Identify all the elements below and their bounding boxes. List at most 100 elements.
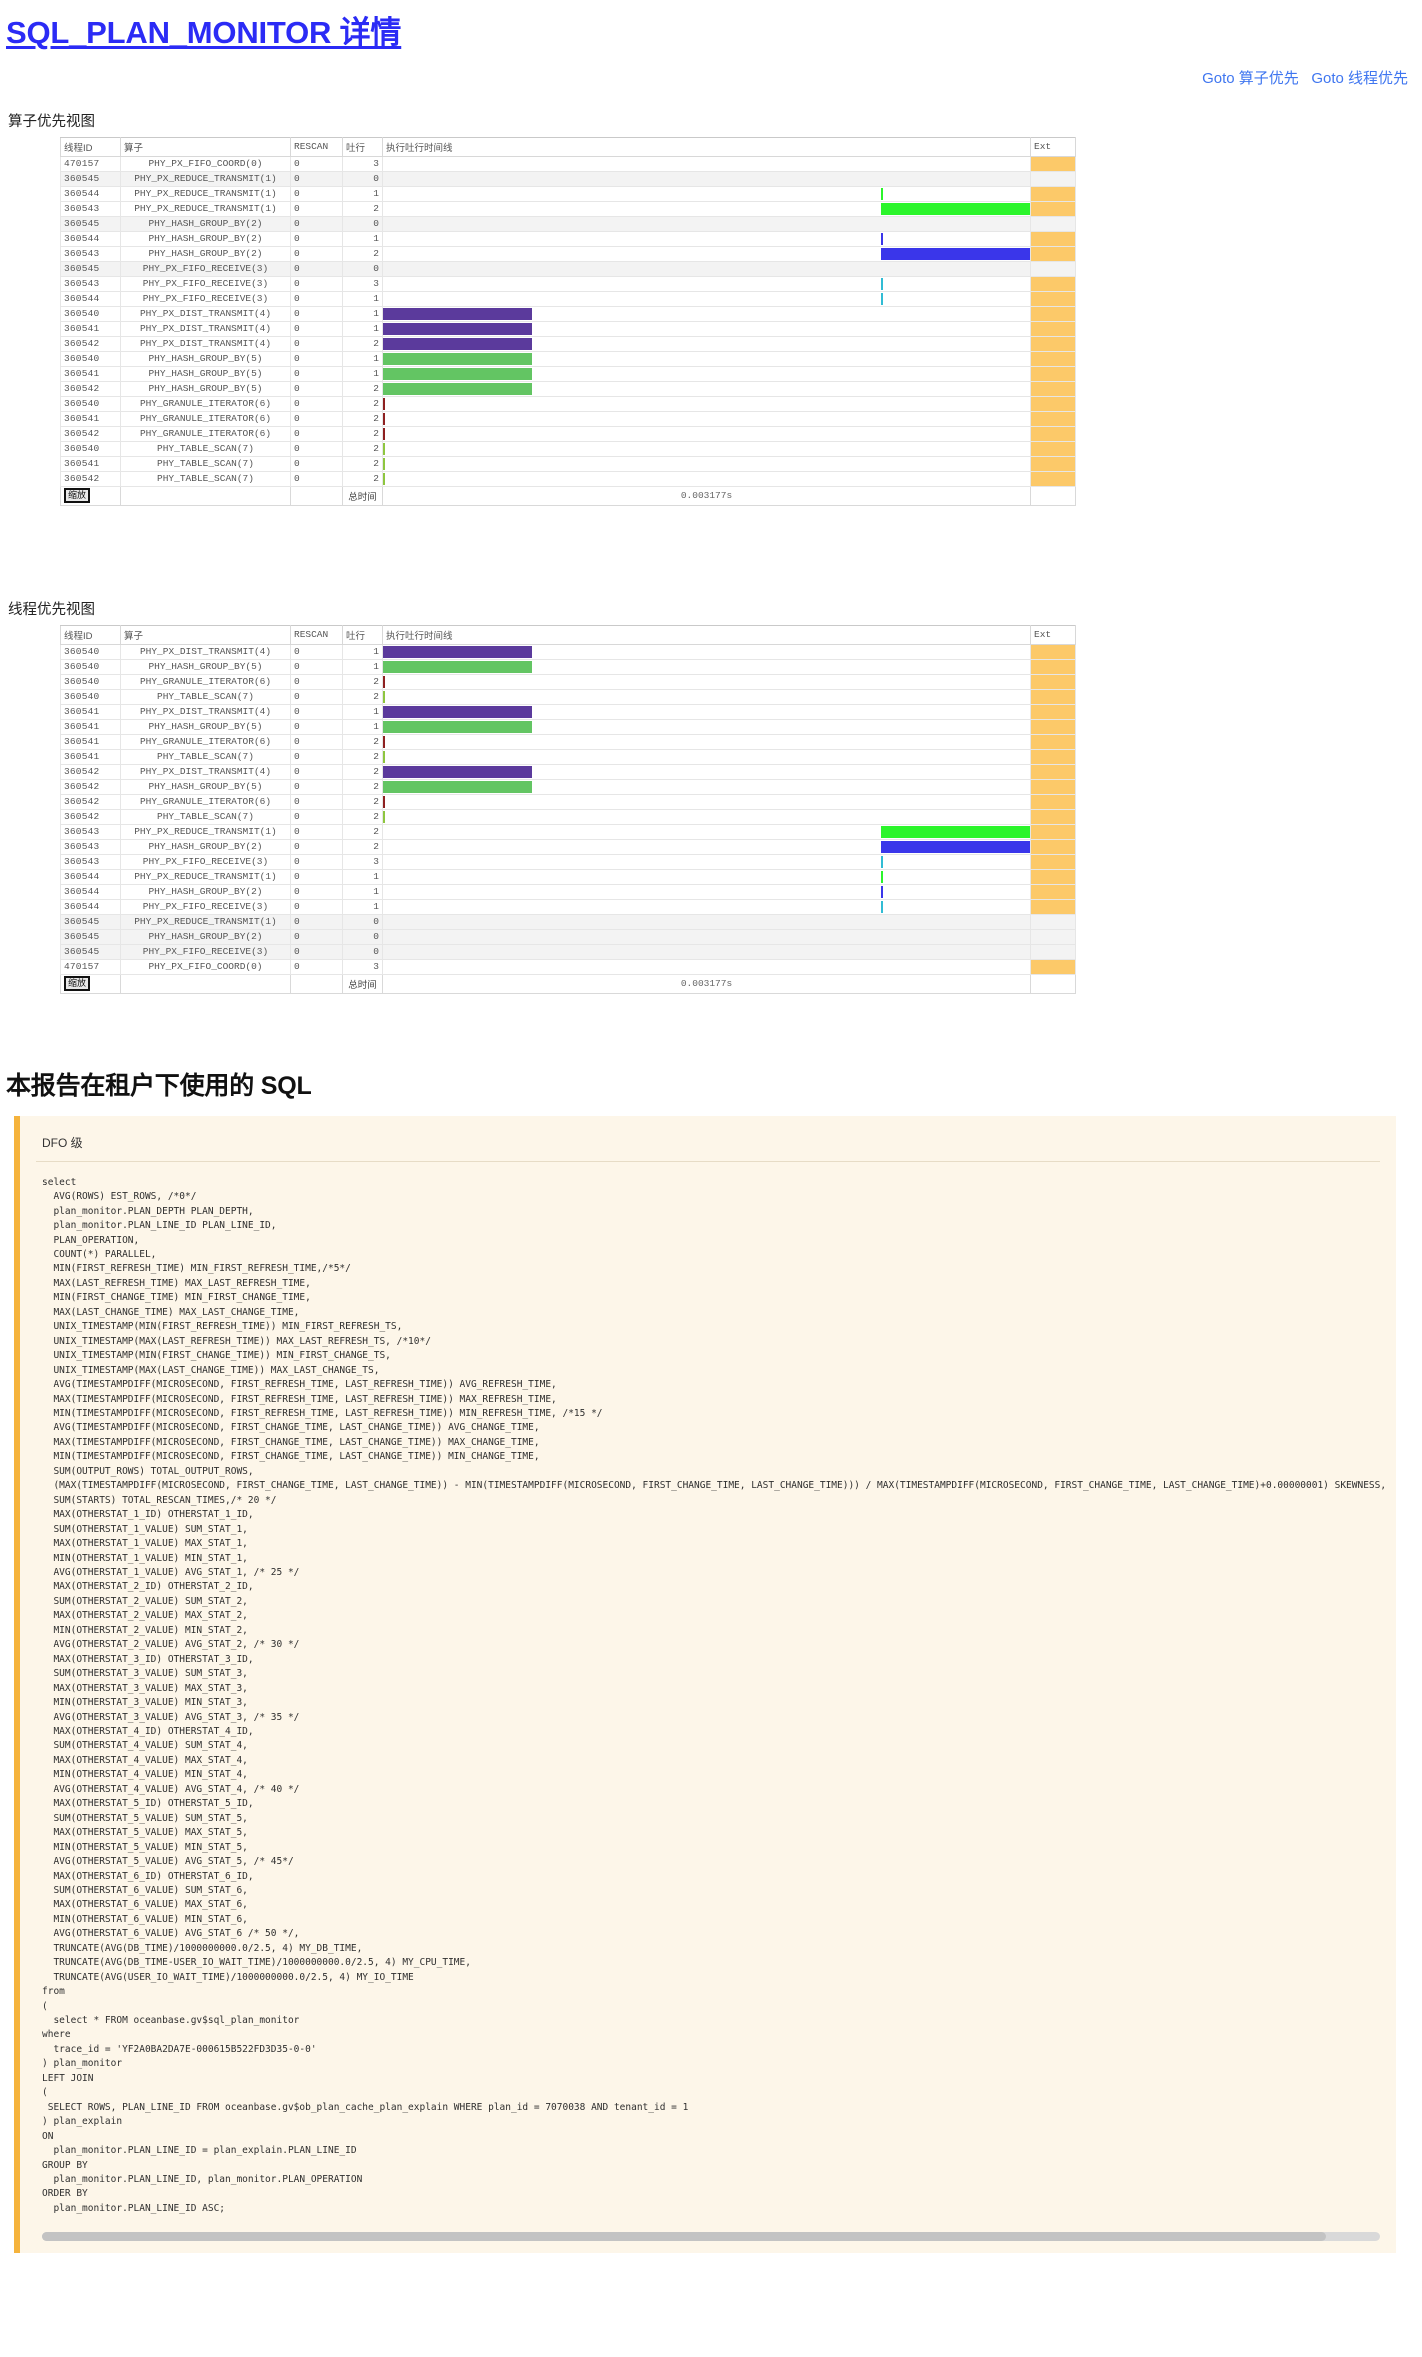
cell-ext — [1030, 155, 1076, 172]
cell-timeline — [382, 688, 1031, 705]
col-rescan: RESCAN — [290, 624, 343, 645]
cell-thread-id: 360540 — [60, 350, 121, 367]
timeline-bar — [383, 397, 386, 410]
cell-thread-id: 360542 — [60, 808, 121, 825]
col-thread-id: 线程ID — [60, 136, 121, 157]
cell-operator: PHY_HASH_GROUP_BY(2) — [120, 838, 291, 855]
cell-timeline — [382, 808, 1031, 825]
timeline-bar — [881, 202, 1030, 215]
cell-operator: PHY_HASH_GROUP_BY(2) — [120, 230, 291, 247]
cell-rescan: 0 — [290, 320, 343, 337]
cell-rescan: 0 — [290, 823, 343, 840]
cell-timeline — [382, 350, 1031, 367]
cell-ext — [1030, 913, 1076, 930]
timeline-bar — [383, 337, 532, 350]
cell-output-rows: 2 — [342, 673, 383, 690]
cell-timeline — [382, 305, 1031, 322]
cell-output-rows: 2 — [342, 763, 383, 780]
cell-ext — [1030, 823, 1076, 840]
zoom-button[interactable]: 缩放 — [64, 488, 91, 504]
cell-output-rows: 0 — [342, 943, 383, 960]
cell-thread-id: 360542 — [60, 763, 121, 780]
cell-thread-id: 360540 — [60, 673, 121, 690]
cell-ext — [1030, 365, 1076, 382]
cell-ext — [1030, 883, 1076, 900]
cell-thread-id: 360545 — [60, 170, 121, 187]
timeline-bar — [383, 735, 386, 748]
timeline-bar — [881, 870, 884, 883]
timeline-bar — [383, 412, 386, 425]
cell-timeline — [382, 260, 1031, 277]
cell-ext — [1030, 763, 1076, 780]
timeline-bar — [881, 840, 1030, 853]
cell-timeline — [382, 170, 1031, 187]
cell-thread-id: 360541 — [60, 455, 121, 472]
cell-timeline — [382, 763, 1031, 780]
timeline-bar — [383, 690, 386, 703]
sql-scrollbar-thumb[interactable] — [42, 2232, 1327, 2242]
cell-ext — [1030, 170, 1076, 187]
cell-ext — [1030, 868, 1076, 885]
cell-output-rows: 2 — [342, 808, 383, 825]
sql-horizontal-scrollbar[interactable] — [42, 2232, 1380, 2242]
sql-code-block[interactable]: select AVG(ROWS) EST_ROWS, /*0*/ plan_mo… — [42, 1176, 1387, 2214]
cell-thread-id: 360542 — [60, 335, 121, 352]
cell-timeline — [382, 703, 1031, 720]
zoom-button[interactable]: 缩放 — [64, 976, 91, 992]
sql-section-heading: 本报告在租户下使用的 SQL — [6, 1071, 312, 1100]
cell-output-rows: 0 — [342, 913, 383, 930]
cell-output-rows: 3 — [342, 958, 383, 975]
cell-thread-id: 360540 — [60, 658, 121, 675]
cell-timeline — [382, 425, 1031, 442]
cell-thread-id: 470157 — [60, 155, 121, 172]
cell-ext — [1030, 808, 1076, 825]
timeline-bar — [383, 765, 532, 778]
cell-ext — [1030, 260, 1076, 277]
cell-rescan: 0 — [290, 230, 343, 247]
cell-thread-id: 360544 — [60, 230, 121, 247]
goto-thread-first-link[interactable]: Goto 线程优先 — [1311, 69, 1408, 87]
cell-output-rows: 2 — [342, 455, 383, 472]
cell-timeline — [382, 335, 1031, 352]
cell-output-rows: 1 — [342, 185, 383, 202]
cell-rescan: 0 — [290, 305, 343, 322]
cell-operator: PHY_PX_REDUCE_TRANSMIT(1) — [120, 868, 291, 885]
cell-output-rows: 1 — [342, 643, 383, 660]
col-output-rows: 吐行 — [342, 136, 383, 157]
col-thread-id: 线程ID — [60, 624, 121, 645]
footer-spacer-ext — [1030, 973, 1076, 994]
cell-output-rows: 2 — [342, 200, 383, 217]
cell-operator: PHY_PX_FIFO_RECEIVE(3) — [120, 260, 291, 277]
timeline-bar — [383, 457, 386, 470]
cell-operator: PHY_TABLE_SCAN(7) — [120, 748, 291, 765]
cell-rescan: 0 — [290, 245, 343, 262]
cell-timeline — [382, 230, 1031, 247]
cell-thread-id: 360542 — [60, 380, 121, 397]
cell-thread-id: 360545 — [60, 215, 121, 232]
cell-rescan: 0 — [290, 718, 343, 735]
cell-thread-id: 360543 — [60, 823, 121, 840]
cell-thread-id: 360540 — [60, 688, 121, 705]
goto-operator-first-link[interactable]: Goto 算子优先 — [1202, 69, 1299, 87]
report-page: SQL_PLAN_MONITOR 详情 Goto 算子优先 Goto 线程优先 … — [6, 15, 1408, 2254]
cell-output-rows: 1 — [342, 230, 383, 247]
cell-rescan: 0 — [290, 260, 343, 277]
cell-operator: PHY_HASH_GROUP_BY(2) — [120, 215, 291, 232]
cell-output-rows: 1 — [342, 898, 383, 915]
total-time-value: 0.003177s — [382, 973, 1031, 994]
cell-ext — [1030, 200, 1076, 217]
cell-rescan: 0 — [290, 155, 343, 172]
cell-rescan: 0 — [290, 215, 343, 232]
cell-operator: PHY_TABLE_SCAN(7) — [120, 808, 291, 825]
